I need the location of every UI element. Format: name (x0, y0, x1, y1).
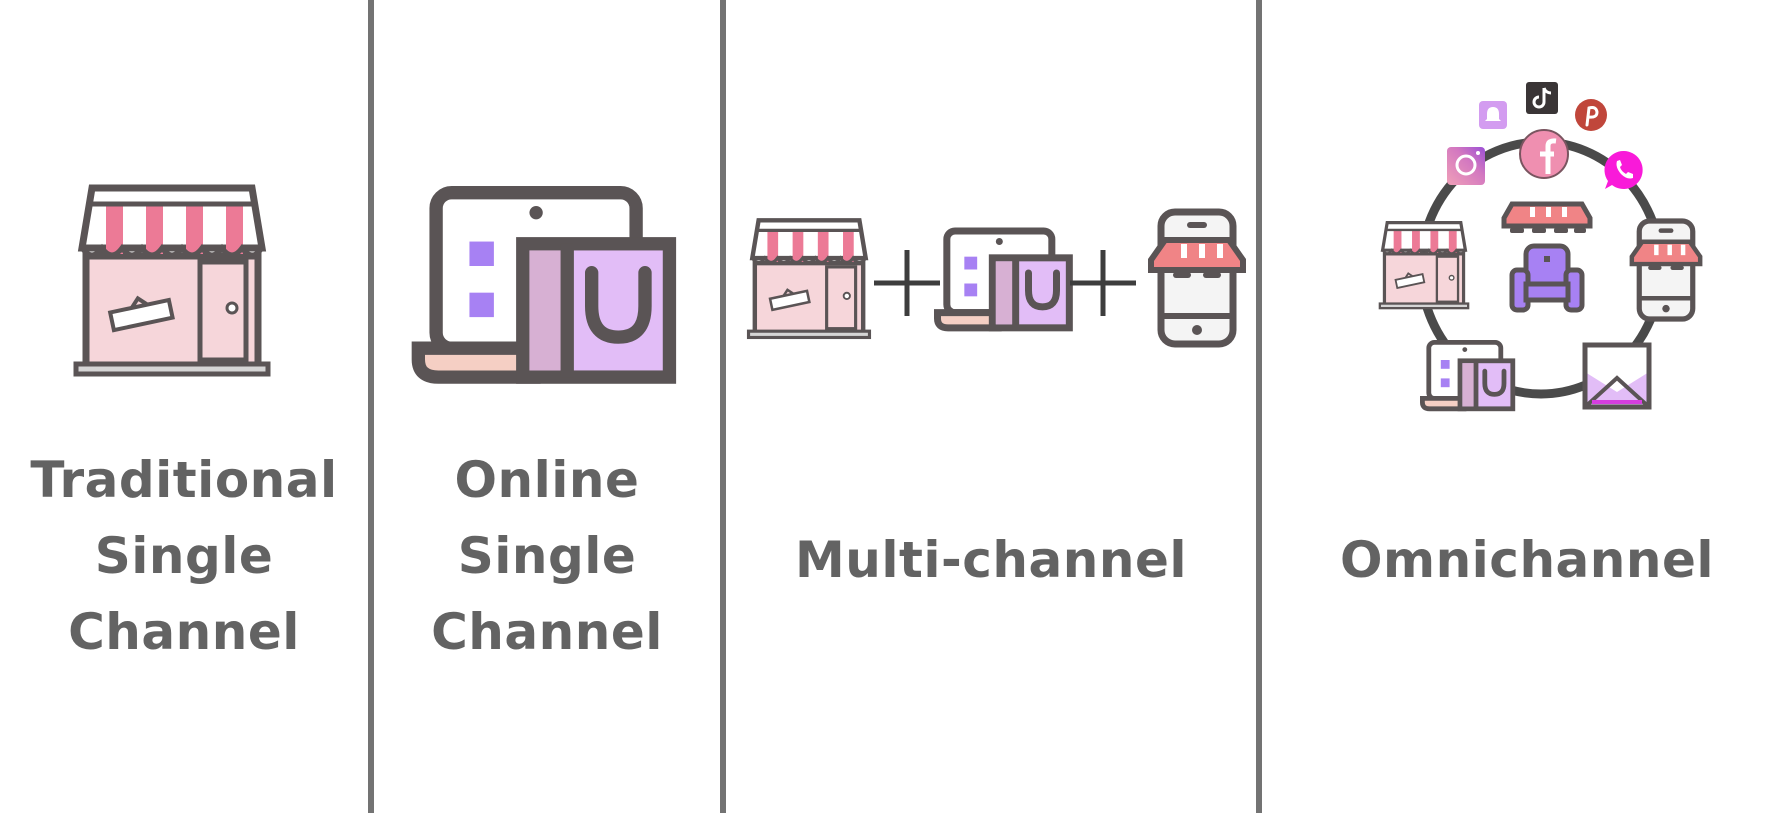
plus-icon (1070, 250, 1136, 316)
storefront-icon (1378, 218, 1470, 310)
divider-2 (720, 0, 726, 813)
label-line: Single (94, 527, 274, 585)
label-line: Omnichannel (1339, 531, 1715, 589)
label-line: Online (454, 451, 640, 509)
pinterest-icon (1575, 99, 1607, 131)
label-line: Channel (431, 603, 663, 661)
email-envelope-icon (1582, 342, 1652, 410)
label-line: Traditional (30, 451, 338, 509)
divider-3 (1256, 0, 1262, 813)
armchair-icon (1509, 243, 1585, 313)
panel-traditional-single-channel: Traditional Single Channel (0, 0, 368, 813)
panel-omnichannel: Omnichannel (1262, 0, 1792, 813)
panel-label: Omnichannel (1262, 522, 1792, 598)
whatsapp-icon (1604, 150, 1643, 189)
divider-1 (368, 0, 374, 813)
snapchat-icon (1479, 101, 1507, 129)
facebook-icon (1519, 129, 1569, 179)
mobile-shop-icon (1144, 208, 1250, 348)
panel-multi-channel: Multi-channel (726, 0, 1256, 813)
mobile-shop-icon (1628, 218, 1704, 322)
plus-icon (874, 250, 940, 316)
storefront-icon (746, 214, 872, 340)
laptop-shopping-bag-icon (1420, 340, 1516, 412)
label-line: Single (457, 527, 637, 585)
instagram-icon (1447, 147, 1485, 185)
label-line: Channel (68, 603, 300, 661)
laptop-shopping-bag-icon (410, 186, 680, 386)
laptop-shopping-bag-icon (934, 224, 1074, 336)
panel-label: Multi-channel (726, 522, 1256, 598)
tiktok-icon (1526, 82, 1558, 114)
label-line: Multi-channel (795, 531, 1187, 589)
panel-online-single-channel: Online Single Channel (374, 0, 720, 813)
awning-icon (1501, 201, 1593, 233)
panel-label: Online Single Channel (374, 442, 720, 670)
panel-label: Traditional Single Channel (0, 442, 368, 670)
storefront-icon (72, 178, 272, 378)
